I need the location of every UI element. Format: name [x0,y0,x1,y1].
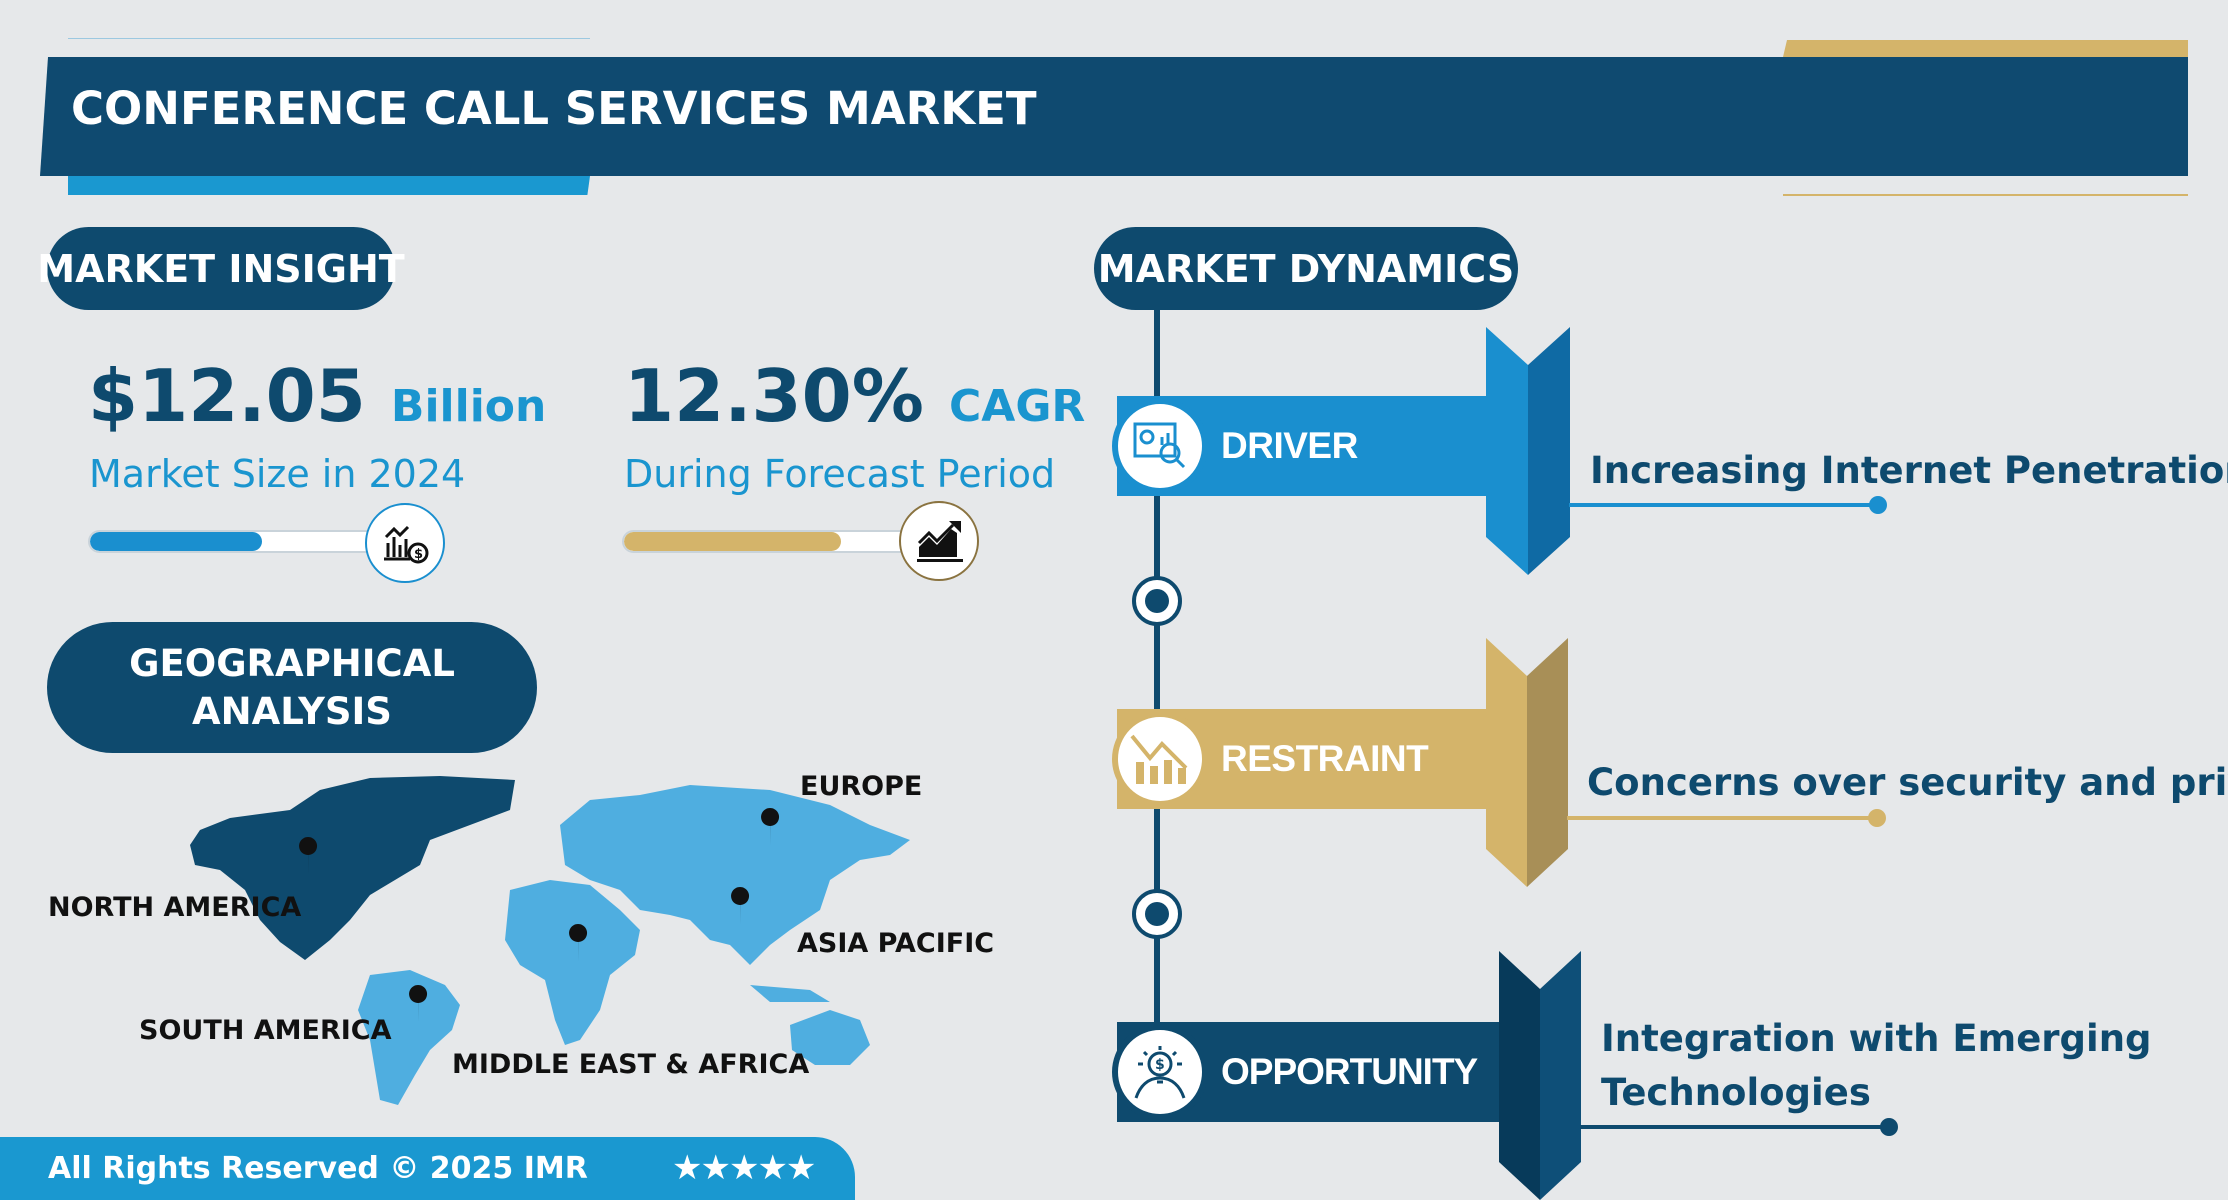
south-america-shape [358,970,460,1105]
footer-bar [0,1137,855,1200]
driver-connector [1569,503,1874,507]
declining-chart-icon [1112,711,1208,807]
restraint-connector-dot [1868,809,1886,827]
svg-text:$: $ [1155,1057,1165,1073]
label-north-america: NORTH AMERICA [48,892,302,923]
north-america-shape [190,776,515,960]
restraint-label: RESTRAINT [1221,738,1429,779]
timeline-node [1132,889,1182,939]
timeline-line [1154,300,1160,1080]
pin-south-america [409,985,428,1023]
header-gold-accent [1783,40,2188,57]
market-size-unit: Billion [390,381,547,432]
driver-connector-dot [1869,496,1887,514]
driver-chevron [1486,327,1570,575]
pin-north-america [299,837,318,875]
market-dynamics-pill: MARKET DYNAMICS [1094,227,1518,310]
pin-europe [761,808,780,846]
header-top-line [68,38,590,39]
header-bar [40,57,2188,176]
driver-label: DRIVER [1221,425,1358,466]
australia-shape [790,1010,870,1065]
svg-text:$: $ [414,547,423,562]
header-gold-line [1783,194,2188,196]
label-asia-pacific: ASIA PACIFIC [797,928,995,959]
world-map [190,776,910,1105]
market-size-caption: Market Size in 2024 [89,452,466,496]
timeline-node [1132,576,1182,626]
geo-label-line1: GEOGRAPHICAL [129,641,455,685]
indonesia-shape [750,985,830,1002]
pin-asia [731,887,750,925]
label-europe: EUROPE [800,771,923,802]
cagr-caption: During Forecast Period [624,452,1056,496]
restraint-text: Concerns over security and privacy [1587,761,2228,804]
opportunity-text: Integration with Emerging Technologies [1601,1012,2152,1120]
opportunity-text-line1: Integration with Emerging [1601,1017,2152,1060]
pin-africa [569,924,588,962]
opportunity-connector-dot [1880,1118,1898,1136]
opportunity-connector [1580,1125,1885,1129]
market-insight-pill: MARKET INSIGHT [37,227,405,310]
europe-asia-shape [560,785,910,965]
copyright-text: All Rights Reserved © 2025 IMR [48,1151,588,1186]
opportunity-chevron [1499,951,1581,1200]
opportunity-text-line2: Technologies [1601,1071,1871,1114]
location-pins [299,808,780,1023]
cagr-unit: CAGR [948,381,1086,432]
label-middle-east-africa: MIDDLE EAST & AFRICA [452,1049,810,1080]
market-size-value: $12.05 Billion [88,354,546,438]
label-south-america: SOUTH AMERICA [139,1015,392,1046]
rating-stars: ★★★★★ [672,1148,816,1188]
market-size-number: $12.05 [88,354,366,438]
cagr-progress [622,530,912,553]
page-title: CONFERENCE CALL SERVICES MARKET [71,82,1037,135]
chart-dollar-icon: $ [365,503,445,583]
geo-label-line2: ANALYSIS [192,689,392,733]
idea-dollar-icon: $ [1112,1024,1208,1120]
market-size-progress [88,530,378,553]
header-blue-accent [68,176,590,195]
driver-text: Increasing Internet Penetration [1590,449,2228,492]
restraint-connector [1567,816,1872,820]
cagr-value: 12.30% CAGR [624,354,1085,438]
restraint-chevron [1486,638,1568,887]
growth-chart-icon [899,501,979,581]
geographical-analysis-pill: GEOGRAPHICAL ANALYSIS [47,622,537,753]
opportunity-label: OPPORTUNITY [1221,1051,1478,1092]
analytics-icon [1112,398,1208,494]
cagr-number: 12.30% [624,354,924,438]
africa-shape [505,880,640,1045]
